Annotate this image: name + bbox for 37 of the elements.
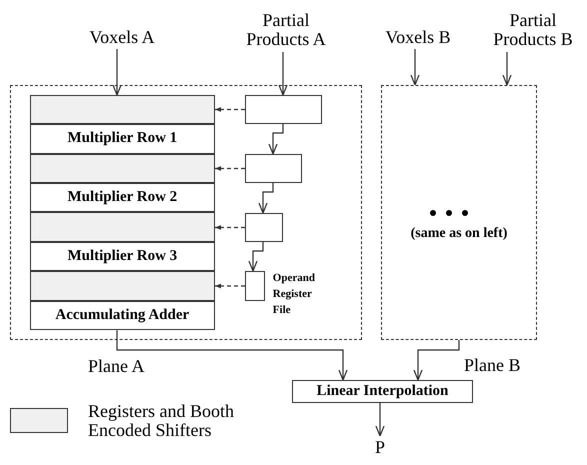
label-text: P xyxy=(368,436,392,458)
dashed-arrow xyxy=(215,166,245,171)
dashed-region xyxy=(10,85,362,340)
operand-box xyxy=(244,212,283,242)
block-box: Multiplier Row 3 xyxy=(30,242,215,272)
register-bar xyxy=(30,94,215,124)
operand-box xyxy=(244,270,265,301)
arrow xyxy=(410,49,420,86)
caption-text: Operand Register File xyxy=(272,270,316,318)
label-text: Partial Products B xyxy=(478,8,587,52)
block-box: Multiplier Row 1 xyxy=(30,124,215,154)
arrow xyxy=(248,242,264,272)
legend-text: Registers and Booth Encoded Shifters xyxy=(88,402,235,440)
dashed-arrow xyxy=(215,225,245,230)
register-bar xyxy=(30,212,215,242)
label-text: Voxels B xyxy=(372,25,464,49)
arrow xyxy=(278,52,288,96)
arrow xyxy=(116,330,348,381)
dashed-region xyxy=(381,85,537,340)
arrow xyxy=(502,52,512,86)
arrow xyxy=(268,124,284,155)
register-bar xyxy=(30,271,215,301)
arrow xyxy=(258,183,274,214)
operand-box xyxy=(244,94,322,124)
process-box: Linear Interpolation xyxy=(292,380,473,403)
dashed-arrow xyxy=(215,107,245,112)
arrow xyxy=(112,49,122,96)
register-bar xyxy=(30,154,215,183)
label-text: Partial Products A xyxy=(232,8,340,52)
arrow xyxy=(413,340,460,381)
block-box: Multiplier Row 2 xyxy=(30,183,215,212)
label-text: Voxels A xyxy=(72,25,172,49)
note-text: (same as on left) xyxy=(410,226,508,242)
block-box: Accumulating Adder xyxy=(30,300,215,330)
operand-box xyxy=(244,154,302,183)
dashed-arrow xyxy=(215,284,245,288)
arrow xyxy=(375,403,385,437)
